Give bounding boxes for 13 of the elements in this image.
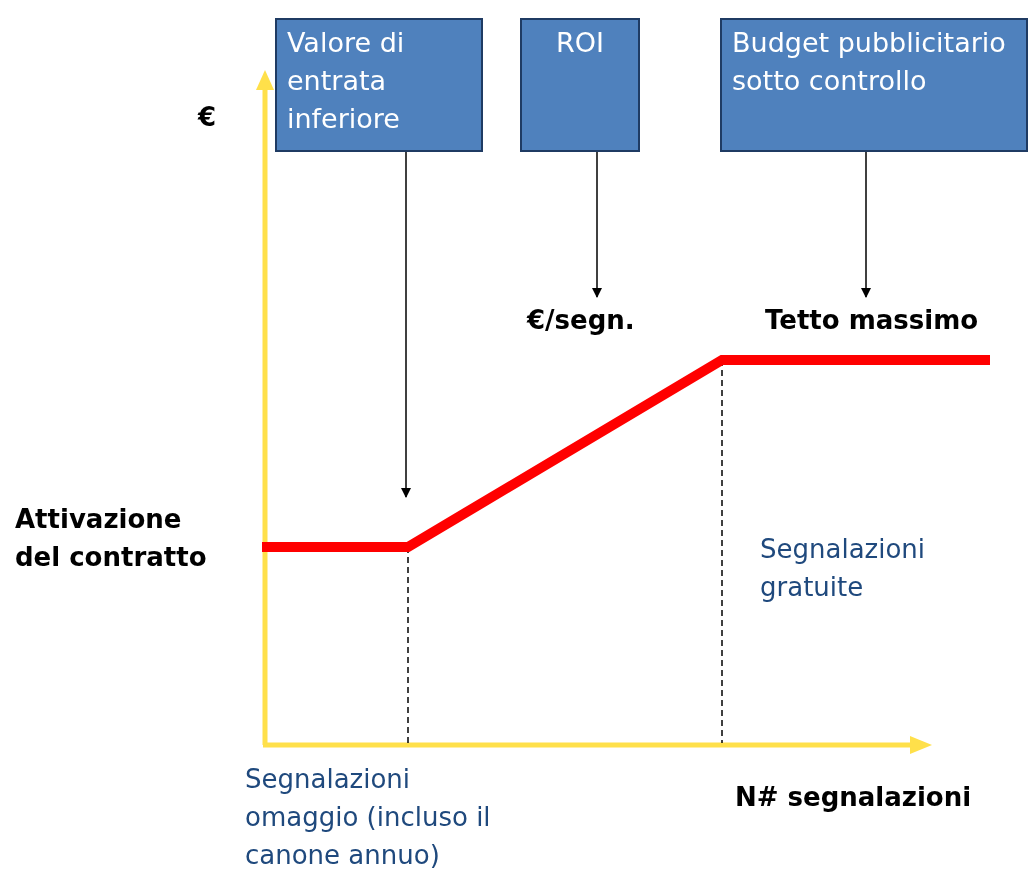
currency-symbol: €	[198, 101, 218, 134]
info-box: Valore di entrata inferiore	[275, 18, 483, 152]
region-label: Segnalazioni gratuite	[760, 533, 927, 604]
info-box: Budget pubblicitario sotto controllo	[720, 18, 1028, 152]
value-label: €/segn.	[527, 305, 667, 335]
arrow	[861, 151, 871, 298]
axis-label: Segnalazioni omaggio (incluso il canone annuo)	[245, 763, 492, 872]
value-label: Tetto massimo	[765, 305, 1025, 335]
arrow	[401, 151, 411, 498]
info-box: ROI	[520, 18, 640, 152]
axis-label: N# segnalazioni	[735, 781, 973, 814]
arrow	[592, 151, 602, 298]
axis-label: Attivazione del contratto	[15, 503, 208, 574]
